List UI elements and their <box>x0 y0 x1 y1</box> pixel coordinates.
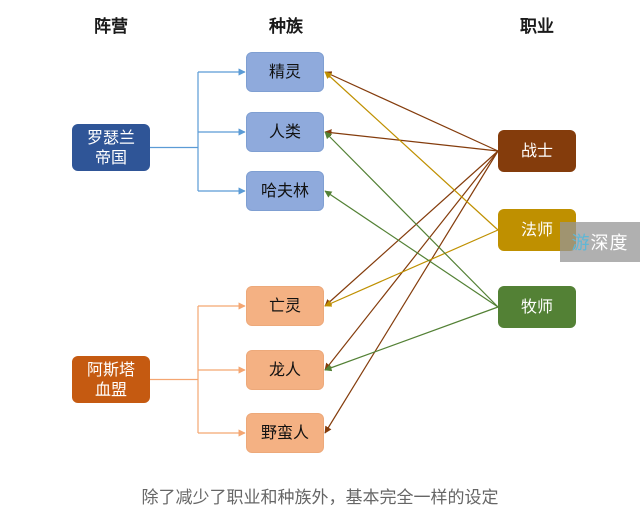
diagram-caption: 除了减少了职业和种族外，基本完全一样的设定 <box>141 488 499 508</box>
class-column-header: 职业 <box>520 17 554 37</box>
link-warrior-to-human <box>324 129 499 152</box>
faction-astar: 阿斯塔 血盟 <box>72 356 150 403</box>
faction-rosethorn-line2: 帝国 <box>94 147 127 167</box>
faction-column-header: 阵营 <box>94 17 128 37</box>
link-priest-to-dragonkin <box>324 306 499 372</box>
race-undead: 亡灵 <box>246 286 324 326</box>
link-mage-to-elf <box>324 71 499 231</box>
link-warrior-to-dragonkin <box>324 150 499 371</box>
faction-rosethorn: 罗瑟兰 帝国 <box>72 124 150 171</box>
race-column-header: 种族 <box>269 17 303 37</box>
link-warrior-to-undead <box>324 150 499 307</box>
race-halflin: 哈夫林 <box>246 171 324 211</box>
watermark: 游深度 <box>560 222 640 262</box>
class-warrior: 战士 <box>498 130 576 172</box>
link-warrior-to-barbarian <box>324 150 499 434</box>
link-warrior-to-elf <box>324 71 499 152</box>
faction-astar-line1: 阿斯塔 <box>86 359 135 379</box>
link-priest-to-human <box>324 131 499 308</box>
class-priest: 牧师 <box>498 286 576 328</box>
faction-astar-line2: 血盟 <box>94 379 127 399</box>
race-elf: 精灵 <box>246 52 324 92</box>
race-human: 人类 <box>246 112 324 152</box>
race-dragonkin: 龙人 <box>246 350 324 390</box>
watermark-first-char: 游 <box>571 233 591 254</box>
watermark-rest: 深度 <box>590 233 629 254</box>
faction-rosethorn-line1: 罗瑟兰 <box>86 127 135 147</box>
link-priest-to-halflin <box>324 190 499 308</box>
race-barbarian: 野蛮人 <box>246 413 324 453</box>
link-mage-to-undead <box>324 229 499 307</box>
